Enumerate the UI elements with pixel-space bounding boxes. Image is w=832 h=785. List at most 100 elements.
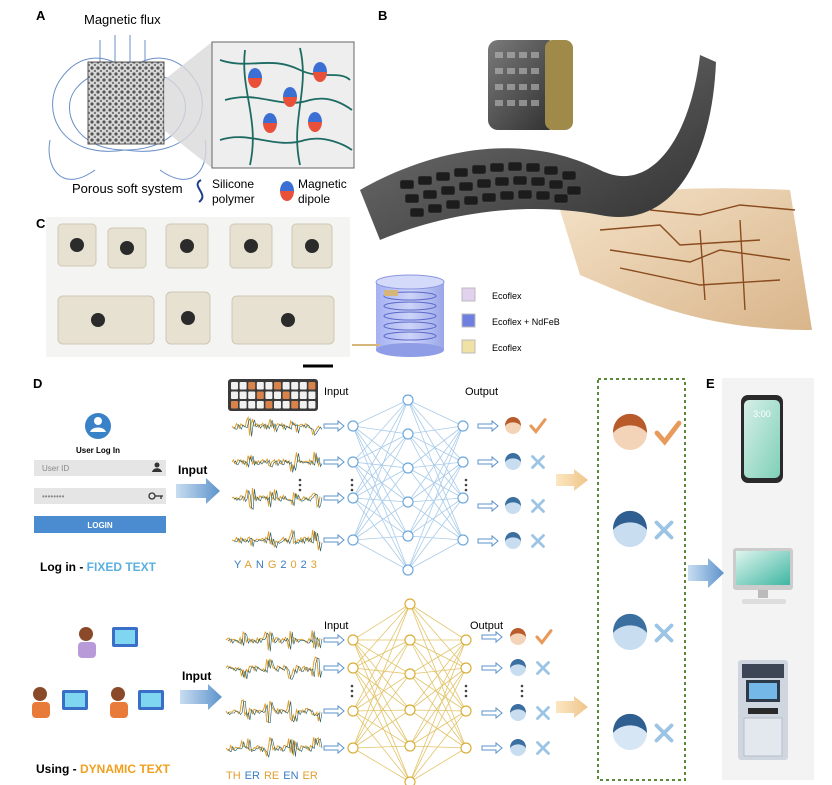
sequence-char: 3: [311, 559, 317, 571]
legend-item: Ecoflex: [461, 339, 522, 354]
polymer-network: [219, 47, 353, 166]
sequence-char: 2: [280, 559, 286, 571]
face-icon: [510, 659, 526, 676]
user-avatar-icon: [85, 413, 111, 439]
key-icon: [148, 492, 163, 500]
dynamic-net-input-label: Input: [324, 620, 348, 632]
panel-d-letter: D: [33, 376, 42, 391]
dynamic-input-label: Input: [182, 669, 211, 683]
dynamic-caption: Using - DYNAMIC TEXT: [36, 762, 171, 776]
dipoles: [248, 62, 327, 133]
signal-trace: [231, 529, 323, 552]
login-button[interactable]: [34, 516, 166, 533]
big-faces: [613, 413, 682, 750]
face-icon: [613, 413, 647, 450]
sequence-char: TH: [226, 770, 241, 782]
signal-trace: [231, 415, 323, 437]
password-field[interactable]: [34, 488, 166, 504]
login-input-arrow: [176, 478, 220, 504]
signal-trace: [225, 699, 323, 724]
panel-c-letter: C: [36, 216, 46, 231]
sequence-char: ER: [245, 770, 260, 782]
dynamic-caption-prefix: Using -: [36, 762, 80, 776]
output-arrow: [477, 499, 499, 513]
signal-trace: [231, 451, 323, 473]
legend-label: Ecoflex + NdFeB: [492, 317, 560, 327]
dynamic-net-output-label: Output: [470, 620, 503, 632]
network-node: [404, 668, 416, 680]
typing-people-illustration: [32, 627, 164, 718]
magnets: [70, 238, 319, 327]
cross-icon: [536, 741, 550, 755]
fixed-network: [298, 394, 469, 576]
network-node: [347, 420, 359, 432]
signal-trace: [225, 630, 323, 652]
keyboard-keys: [399, 161, 582, 218]
devices-arrow: [688, 558, 724, 588]
cross-icon: [531, 499, 545, 513]
user-icon: [152, 462, 162, 472]
legend-swatch: [461, 313, 476, 328]
user-id-field[interactable]: [34, 460, 166, 476]
sequence-char: G: [268, 559, 277, 571]
network-node: [404, 740, 416, 752]
zoom-connector: [164, 42, 212, 168]
signal-arrow: [323, 633, 345, 647]
output-arrow: [481, 741, 503, 755]
network-node: [460, 662, 472, 674]
signal-trace: [225, 656, 323, 680]
network-node: [457, 534, 469, 546]
sequence-char: A: [245, 559, 253, 571]
sequence-char: RE: [264, 770, 279, 782]
face-icon: [510, 739, 526, 756]
check-icon: [529, 418, 547, 435]
sequence-char: N: [256, 559, 264, 571]
legend-label: Ecoflex: [492, 291, 522, 301]
network-node: [402, 462, 414, 474]
signal-arrow: [323, 741, 345, 755]
sequence-char: EN: [283, 770, 298, 782]
check-icon: [535, 629, 553, 646]
fixed-result-arrow: [556, 469, 588, 491]
magnetic-flux-label: Magnetic flux: [84, 12, 161, 27]
outputs: [477, 417, 553, 756]
dynamic-signals: [225, 630, 345, 758]
zoom-inset: [211, 41, 355, 169]
network-node: [404, 776, 416, 785]
face-icon: [505, 532, 521, 549]
fixed-caption-prefix: Log in -: [40, 560, 87, 574]
output-arrow: [481, 661, 503, 675]
circuit-traces: [599, 204, 796, 311]
legend-swatch: [461, 287, 476, 302]
cross-icon: [654, 623, 674, 643]
dynamic-input-arrow: [180, 684, 222, 710]
face-icon: [505, 417, 521, 434]
network-node: [404, 598, 416, 610]
network-node: [347, 456, 359, 468]
legend-item: Ecoflex + NdFeB: [461, 313, 560, 328]
sensor-cylinder: [352, 274, 445, 357]
network-node: [402, 428, 414, 440]
silicone-icon: [196, 179, 204, 203]
dipole-label-1: Magnetic: [298, 177, 347, 191]
network-node: [347, 492, 359, 504]
signal-arrow: [323, 491, 345, 505]
face-icon: [510, 704, 526, 721]
fixed-caption-emph: FIXED TEXT: [87, 560, 157, 574]
dipole-icon: [280, 181, 294, 201]
network-node: [457, 420, 469, 432]
dynamic-caption-emph: DYNAMIC TEXT: [80, 762, 171, 776]
dynamic-network: [347, 598, 524, 785]
fixed-signals: [231, 415, 345, 552]
dynamic-result-arrow: [556, 696, 588, 718]
panel-a-letter: A: [36, 8, 46, 23]
face-icon: [505, 497, 521, 514]
face-icon: [505, 453, 521, 470]
login-input-label: Input: [178, 463, 207, 477]
silicone-label-1: Silicone: [212, 177, 254, 191]
password-placeholder: ••••••••: [42, 492, 65, 501]
cross-icon: [531, 534, 545, 548]
face-icon: [510, 628, 526, 645]
